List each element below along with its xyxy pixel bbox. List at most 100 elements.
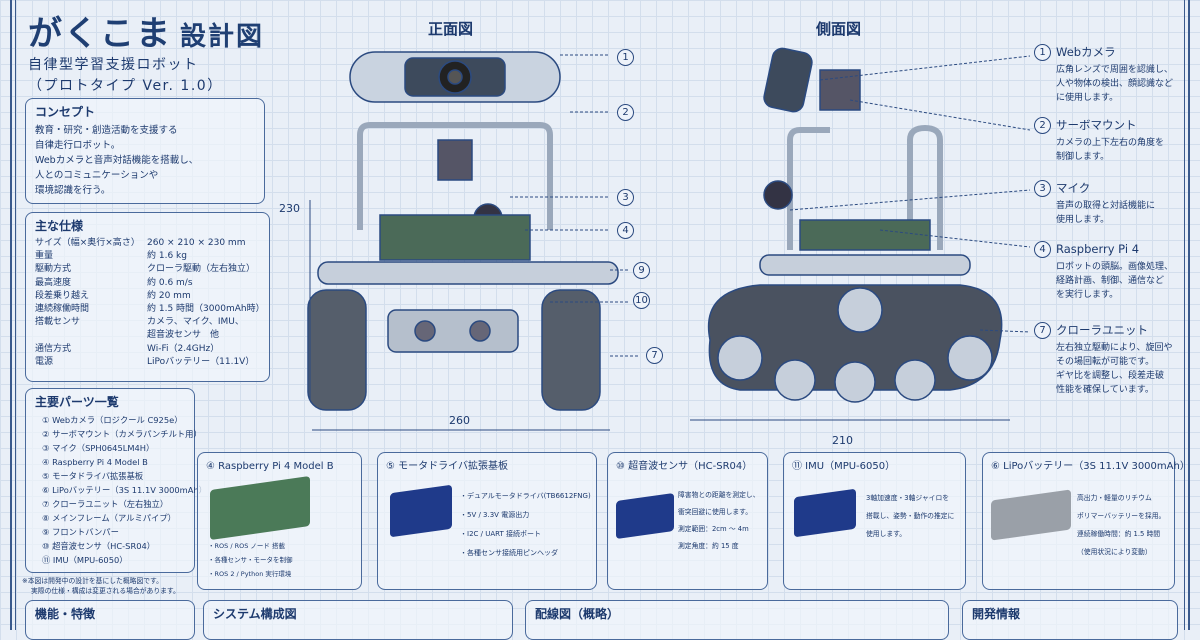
side-leader-lines [789, 55, 1030, 333]
spec-label: 最高速度 [35, 277, 72, 288]
front-bumper [317, 261, 619, 285]
card-line: 測定角度：約 15 度 [678, 542, 739, 550]
annotation-line: を実行します。 [1056, 290, 1119, 300]
page-title: がくこま設計図 [28, 6, 264, 55]
card-line: 3軸加速度・3軸ジャイロを [866, 494, 950, 502]
component-photo [390, 484, 452, 538]
spec-label: 段差乗り越え [35, 290, 90, 301]
card-title: ⑩ 超音波センサ（HC-SR04） [616, 461, 753, 472]
lens-inner [447, 69, 463, 85]
spec-value: LiPoバッテリー（11.1V） [147, 356, 255, 367]
card-line: 使用します。 [866, 530, 907, 538]
front-view-title: 正面図 [428, 20, 474, 38]
dev-info-box: 開発情報 [962, 600, 1178, 640]
spec-value: 約 1.6 kg [147, 251, 187, 262]
leader-lines [510, 54, 640, 357]
wiring-diagram-box: 配線図（概略） [525, 600, 949, 640]
left-track [307, 289, 367, 411]
concept-line: 環境認識を行う。 [35, 185, 111, 196]
card-title: ④ Raspberry Pi 4 Model B [206, 461, 334, 472]
part-item: ⑥ LiPoバッテリー（3S 11.1V 3000mAh） [42, 485, 207, 495]
dimension-lines [309, 200, 610, 431]
width-dimension: 260 [449, 414, 470, 427]
annotation-line: 経路計画、制御、通信など [1056, 276, 1165, 286]
annotation-3: 3 マイク音声の取得と対話機能に使用します。 [1034, 180, 1155, 227]
card-line: 搭載し、姿勢・動作の推定に [866, 512, 955, 520]
part-item: ④ Raspberry Pi 4 Model B [42, 457, 148, 467]
card-line: 衝突回避に使用します。 [678, 508, 753, 516]
front-view-drawing [307, 51, 640, 431]
part-item: ⑨ フロントバンパー [42, 527, 119, 537]
spec-label: 駆動方式 [35, 264, 72, 275]
system-diagram-box: システム構成図 [203, 600, 513, 640]
parts-box: 主要パーツ一覧 ① Webカメラ（ロジクール C925e）② サーボマウント（カ… [25, 388, 207, 573]
side-view-drawing [690, 47, 1030, 421]
annotation-line: 音声の取得と対話機能に [1056, 201, 1156, 211]
sensor-eye [414, 320, 436, 342]
concept-box: コンセプト 教育・研究・創造活動を支援する 自律走行ロボット。 Webカメラと音… [25, 98, 265, 204]
card-title: ⑤ モータドライバ拡張基板 [386, 461, 508, 472]
annotation-line: 使用します。 [1056, 215, 1110, 225]
card-text: ・デュアルモータドライバ(TB6612FNG)・5V / 3.3V 電源出力・I… [460, 487, 591, 563]
spec-label [35, 329, 147, 342]
card-line: ・ROS 2 / Python 実行環境 [208, 570, 292, 578]
annotation-line: 制御します。 [1056, 152, 1110, 162]
spec-label: 搭載センサ [35, 317, 81, 328]
callout-3: 3 [617, 189, 634, 206]
callout-number: 3 [1034, 180, 1051, 197]
card-line: 高出力・軽量のリチウム [1077, 494, 1152, 502]
callout-7: 7 [646, 347, 663, 364]
component-photo [616, 492, 674, 540]
specs-heading: 主な仕様 [35, 219, 84, 233]
side-servo [819, 69, 861, 111]
spec-label: 重量 [35, 251, 54, 262]
callout-4: 4 [617, 222, 634, 239]
height-dimension: 230 [279, 202, 300, 215]
card-line: 連続稼働時間：約 1.5 時間 [1077, 530, 1161, 538]
parts-list: ① Webカメラ（ロジクール C925e）② サーボマウント（カメラパンチルト用… [34, 413, 207, 567]
part-item: ⑩ 超音波センサ（HC-SR04） [42, 541, 156, 551]
component-card: ④ Raspberry Pi 4 Model B ・ROS / ROS ノード 搭… [197, 452, 362, 590]
component-photo [210, 475, 310, 541]
title-main: がくこま [28, 14, 172, 54]
system-diagram-heading: システム構成図 [213, 607, 297, 621]
version: （プロトタイプ Ver. 1.0） [28, 78, 223, 94]
concept-line: 教育・研究・創造活動を支援する [35, 125, 178, 136]
frame-border-right [1184, 0, 1190, 630]
annotation-title-text: マイク [1056, 181, 1091, 195]
side-view-title: 側面図 [816, 20, 862, 38]
note-line: ※本図は開発中の設計を基にした概略図です。 [22, 577, 163, 585]
callout-2: 2 [617, 104, 634, 121]
card-line: ・各種センサ・モータを制御 [208, 556, 293, 564]
part-item: ⑪ IMU（MPU-6050） [42, 555, 128, 565]
card-text: ・ROS / ROS ノード 搭載・各種センサ・モータを制御・ROS 2 / P… [208, 539, 293, 581]
card-line: ・デュアルモータドライバ(TB6612FNG) [460, 492, 591, 500]
card-title: ⑪ IMU（MPU-6050） [792, 461, 896, 472]
annotation-line: 人や物体の検出、顔認識など [1056, 79, 1174, 89]
spec-value: 260 × 210 × 230 mm [147, 238, 246, 248]
component-card: ⑤ モータドライバ拡張基板・デュアルモータドライバ(TB6612FNG)・5V … [377, 452, 597, 590]
features-box: 機能・特徴 [25, 600, 195, 640]
annotation-title-text: Raspberry Pi 4 [1056, 242, 1140, 256]
frame-border-left [10, 0, 16, 630]
component-card: ⑥ LiPoバッテリー（3S 11.1V 3000mAh）高出力・軽量のリチウム… [982, 452, 1190, 590]
raspberry-pi-board [379, 214, 531, 261]
side-pi-board [799, 219, 931, 251]
annotation-line: に使用します。 [1056, 93, 1119, 103]
servo-mount [437, 139, 473, 181]
annotation-title: 3 マイク [1034, 180, 1155, 197]
card-line: 障害物との距離を測定し、 [678, 491, 760, 499]
spec-value: 約 1.5 時間（3000mAh時） [147, 304, 265, 315]
component-card: ⑩ 超音波センサ（HC-SR04） 障害物との距離を測定し、衝突回避に使用します。… [607, 452, 768, 590]
callout-10: 10 [633, 292, 650, 309]
spec-label: 電源 [35, 356, 54, 367]
concept-heading: コンセプト [35, 105, 96, 119]
spec-value: 約 20 mm [147, 290, 191, 301]
callout-number: 2 [1034, 117, 1051, 134]
sensor-eye [469, 320, 491, 342]
